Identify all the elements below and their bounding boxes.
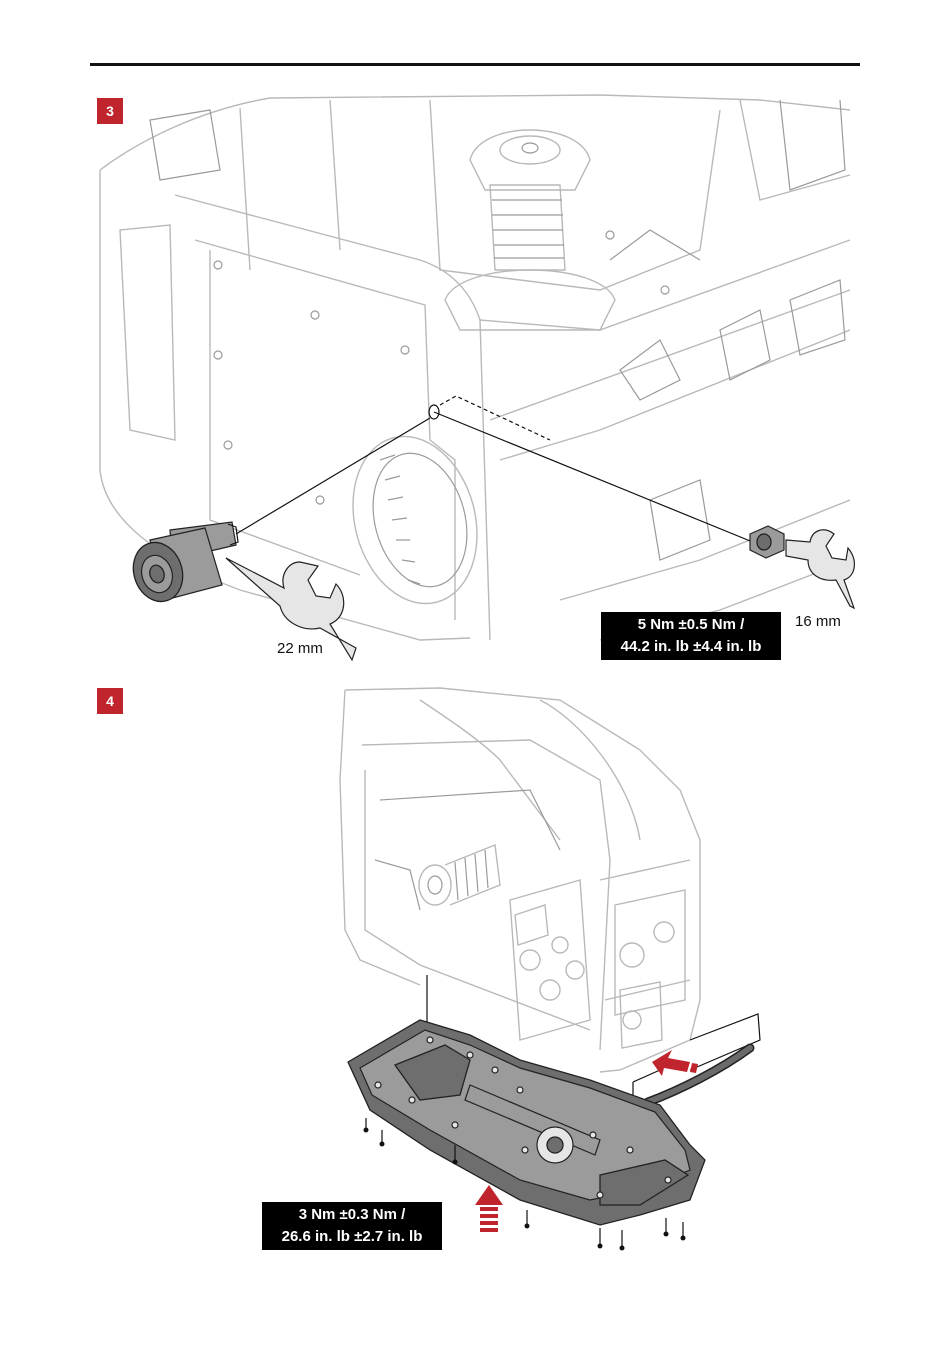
torque-line-2: 26.6 in. lb ±2.7 in. lb	[262, 1226, 442, 1248]
push-arrow-icon	[475, 1185, 503, 1232]
bottom-cover-plate	[348, 1020, 705, 1225]
torque-line-1: 3 Nm ±0.3 Nm /	[262, 1204, 442, 1226]
torque-spec-step-4: 3 Nm ±0.3 Nm / 26.6 in. lb ±2.7 in. lb	[262, 1202, 442, 1250]
unit-body	[340, 688, 700, 1072]
